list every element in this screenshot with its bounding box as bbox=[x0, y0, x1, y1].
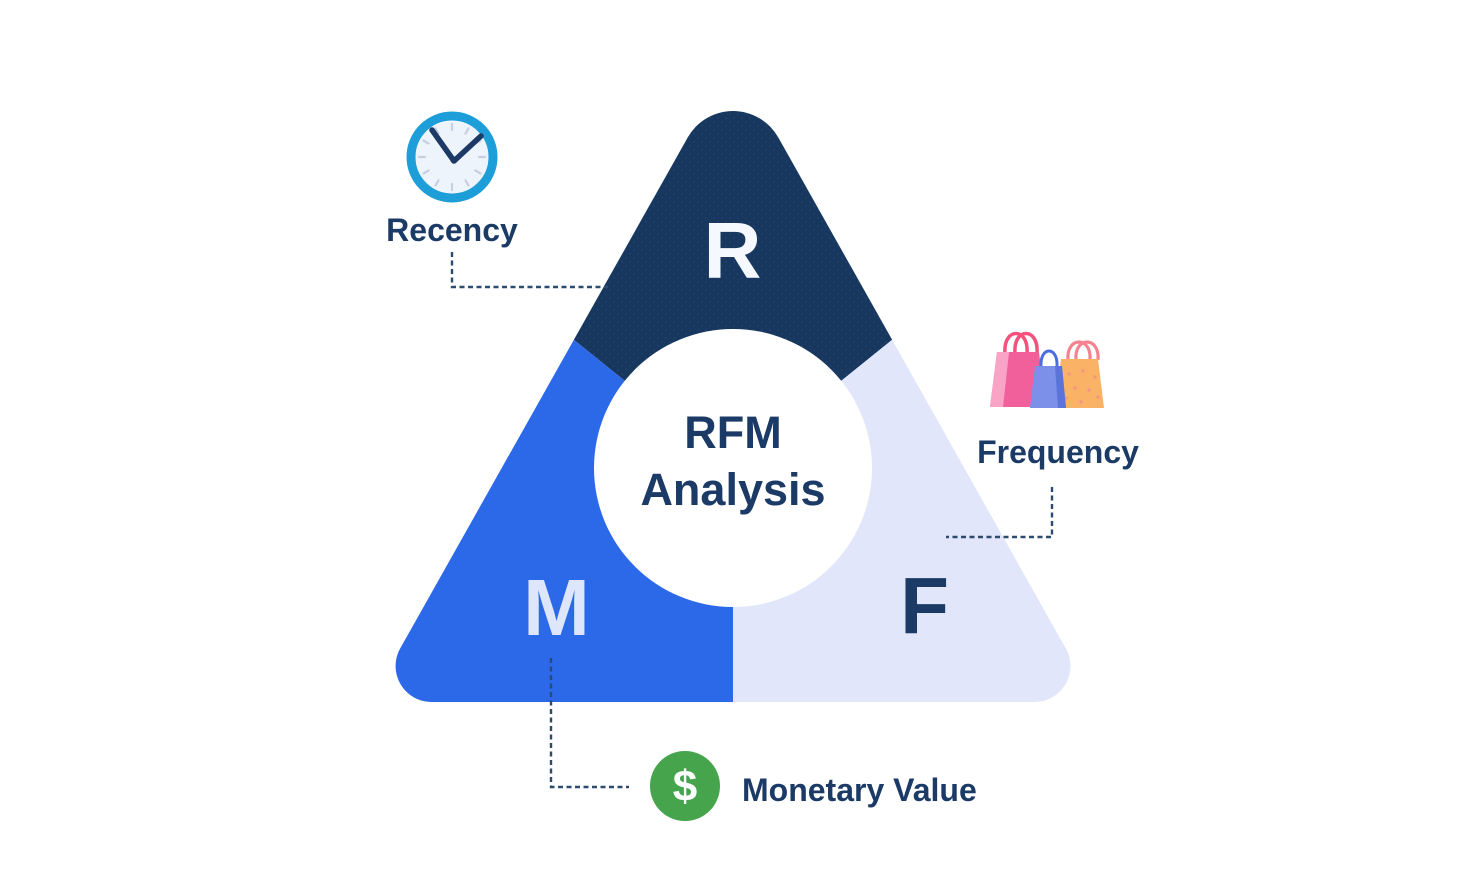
frequency-connector-line bbox=[946, 487, 1054, 539]
recency-label: Recency bbox=[386, 212, 518, 248]
segment-letter-monetary: M bbox=[523, 563, 591, 652]
center-title-line1: RFM bbox=[684, 407, 782, 458]
recency-connector-line bbox=[450, 252, 608, 289]
segment-letter-recency: R bbox=[703, 206, 763, 295]
shopping-bags-icon bbox=[990, 331, 1104, 408]
center-title: RFM Analysis bbox=[613, 404, 853, 518]
dollar-circle-icon bbox=[650, 751, 720, 821]
frequency-label: Frequency bbox=[977, 434, 1139, 470]
center-circle bbox=[594, 329, 872, 607]
monetary-value-label: Monetary Value bbox=[742, 772, 977, 808]
center-title-line2: Analysis bbox=[640, 464, 826, 515]
clock-icon bbox=[406, 111, 498, 203]
segment-letter-frequency: F bbox=[900, 561, 950, 650]
dollar-sign-glyph: $ bbox=[672, 762, 698, 811]
monetary-connector-line bbox=[549, 658, 629, 789]
